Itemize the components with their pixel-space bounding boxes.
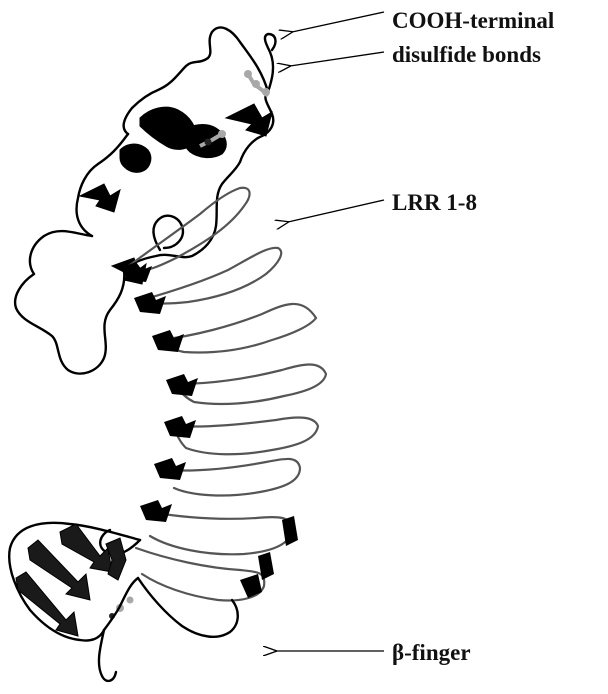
lrr-loop-4 [176, 365, 326, 405]
arrow-lrr [288, 200, 384, 222]
cooh-terminal-domain [15, 27, 275, 373]
arrow-cooh-bottom [290, 52, 384, 66]
label-beta-finger: β-finger [392, 640, 471, 665]
beta-finger-loop-inner [104, 578, 138, 630]
label-disulfide-bonds: disulfide bonds [392, 42, 541, 67]
strand-left [80, 184, 120, 212]
label-cooh-terminal: COOH-terminal [392, 8, 554, 33]
strand-right [226, 104, 272, 136]
arrow-cooh-top [292, 12, 384, 32]
lrr-loop-5 [174, 418, 318, 455]
lrr-loop-8 [136, 548, 264, 600]
pointer-arrows [276, 12, 384, 651]
cooh-backbone-loop [265, 34, 276, 92]
beta-finger-tail [99, 630, 116, 681]
helix-3 [120, 144, 151, 172]
cooh-left-lobe [15, 231, 124, 374]
lrr-beta-strands [120, 262, 298, 598]
lrr-loop-3 [160, 304, 316, 353]
lrr-loop-7 [150, 512, 292, 554]
beta-finger-bottom-loop [138, 578, 238, 637]
label-lrr: LRR 1-8 [392, 190, 477, 215]
helix-2 [180, 125, 226, 158]
beta-finger-strands [16, 524, 126, 636]
